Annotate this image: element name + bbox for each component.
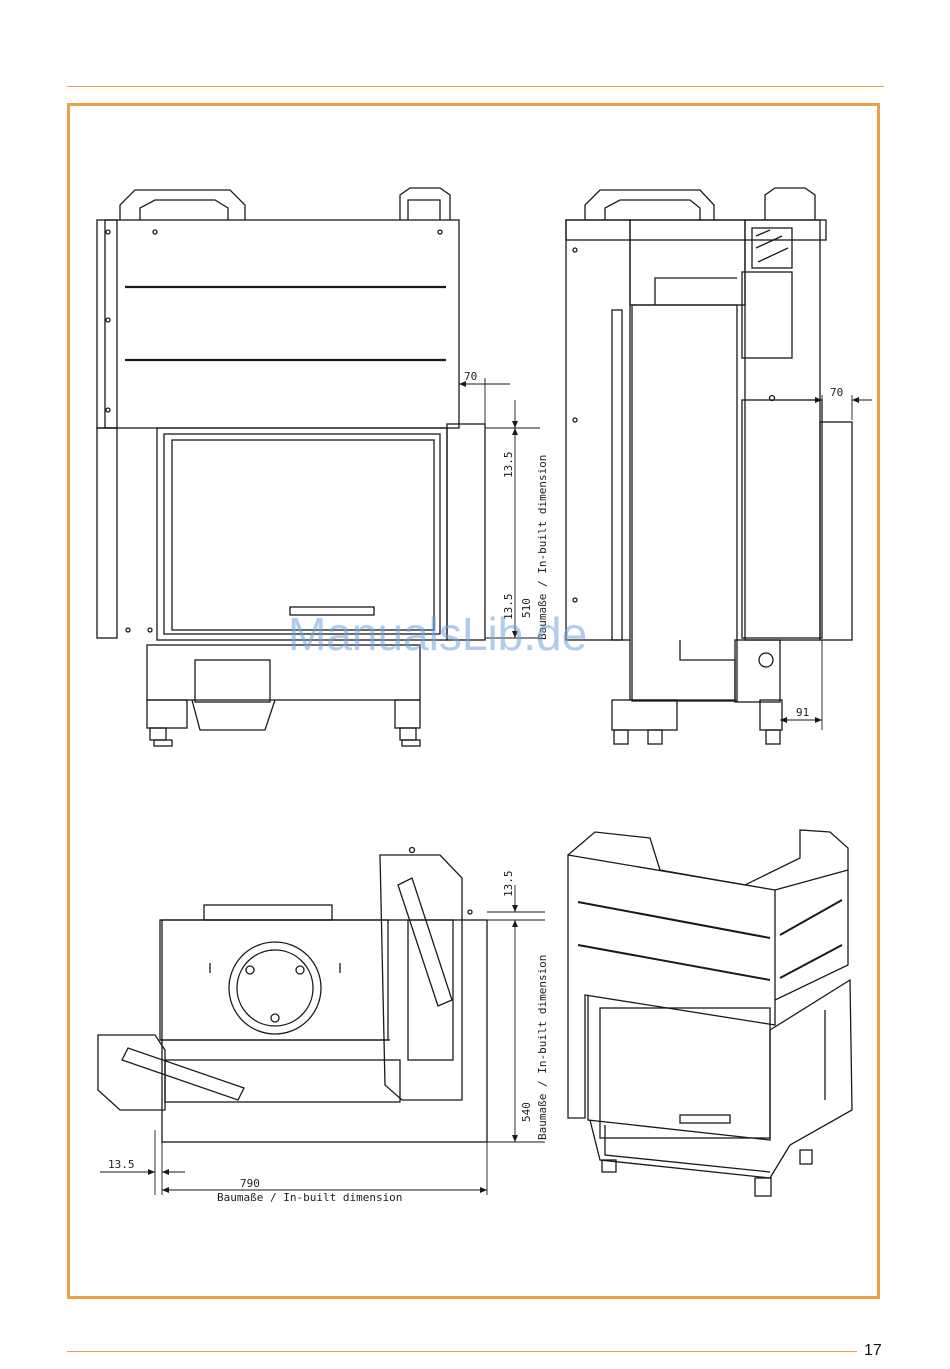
side-dim-foot: 91: [796, 706, 809, 719]
isometric-view: [568, 830, 852, 1196]
front-view: [97, 188, 485, 746]
plan-dim-depth-label: Baumaße / In-built dimension: [536, 955, 549, 1140]
plan-dim-depth: 540: [520, 1102, 533, 1122]
front-dim-top-gap: 13.5: [502, 452, 515, 479]
watermark: ManualsLib.de: [288, 608, 587, 660]
plan-dim-width-label: Baumaße / In-built dimension: [217, 1191, 402, 1204]
side-dim-offset: 70: [830, 386, 843, 399]
plan-view: [98, 848, 487, 1143]
plan-dim-width: 790: [240, 1177, 260, 1190]
plan-dim-top-gap: 13.5: [502, 871, 515, 898]
front-dim-offset: 70: [464, 370, 477, 383]
side-view: [566, 188, 852, 744]
side-view-dimensions: [780, 395, 872, 730]
plan-dim-left-gap: 13.5: [108, 1158, 135, 1171]
